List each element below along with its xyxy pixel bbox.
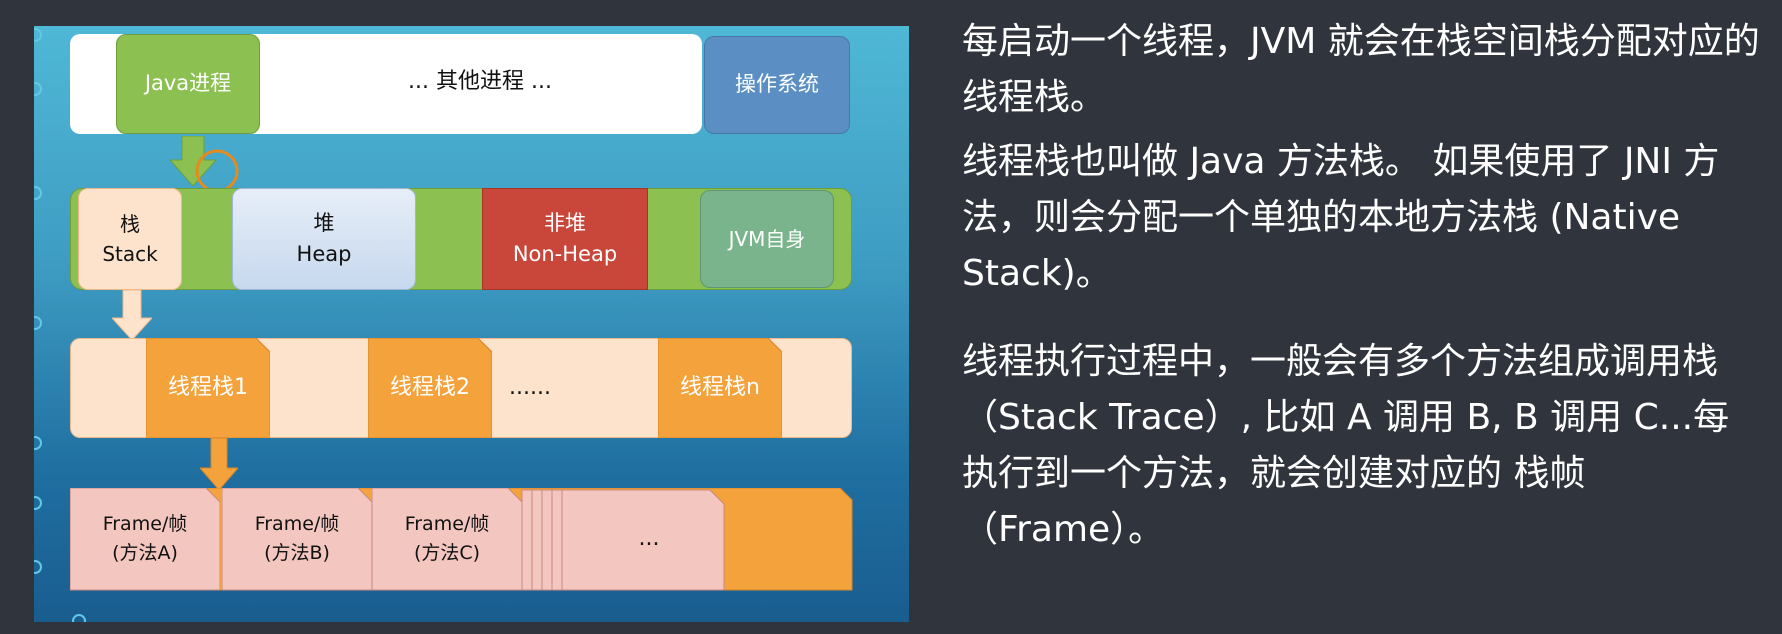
jvm-self-box: JVM自身	[700, 190, 834, 288]
nonheap-label-en: Non-Heap	[512, 242, 618, 266]
thread-stacks-ellipsis: ......	[500, 338, 560, 438]
frame-more-area: ...	[574, 488, 724, 590]
stack-label-cn: 栈	[120, 212, 140, 236]
paragraph-stack-frame: 线程执行过程中，一般会有多个方法组成调用栈（Stack Trace）, 比如 A…	[962, 341, 1730, 550]
other-processes-area: ... 其他进程 ...	[260, 34, 700, 134]
decoration-circle	[34, 186, 42, 200]
frame-a-box	[70, 488, 220, 591]
frame-a-label-l1: Frame/帧	[102, 513, 188, 536]
jvm-self-label: JVM自身	[728, 227, 806, 251]
decoration-circle	[34, 560, 42, 574]
arrow-down-icon	[112, 290, 152, 340]
nonheap-label-cn: 非堆	[544, 210, 586, 235]
operating-system-box: 操作系统	[704, 36, 850, 134]
frame-c-text-wrap: Frame/帧 (方法C)	[372, 488, 522, 590]
operating-system-label: 操作系统	[735, 72, 819, 97]
decoration-circle	[34, 496, 42, 510]
thread-stack-2-text-wrap: 线程栈2	[368, 338, 492, 438]
other-processes-label: ... 其他进程 ...	[408, 68, 552, 94]
thread-stack-2-label: 线程栈2	[390, 374, 470, 400]
decoration-circle	[34, 28, 42, 42]
stacked-frames-shadow	[521, 489, 725, 591]
frame-b-text-wrap: Frame/帧 (方法B)	[222, 488, 372, 590]
java-process-label: Java进程	[144, 71, 232, 96]
heap-box: 堆 Heap	[232, 188, 416, 290]
frame-c-box	[372, 488, 522, 591]
frame-b-label-l1: Frame/帧	[254, 513, 340, 536]
frame-a-label-l2: (方法A)	[112, 542, 178, 564]
frame-b-box	[222, 488, 372, 591]
decoration-circle	[34, 436, 42, 450]
paragraph-native-stack: 线程栈也叫做 Java 方法栈。 如果使用了 JNI 方法，则会分配一个单独的本…	[962, 141, 1720, 294]
thread-stack-1-text-wrap: 线程栈1	[146, 338, 270, 438]
arrow-down-icon	[200, 438, 238, 490]
thread-stack-n-box	[658, 338, 782, 438]
thread-stack-1-box	[146, 338, 270, 438]
frame-more-label: ...	[638, 525, 660, 551]
paragraph-thread-stack: 每启动一个线程，JVM 就会在栈空间栈分配对应的 线程栈。	[962, 21, 1760, 118]
heap-label-cn: 堆	[313, 210, 335, 235]
thread-stacks-ellipsis-label: ......	[509, 374, 551, 400]
java-process-box: Java进程	[116, 34, 260, 134]
diagram-slide: Java进程 ... 其他进程 ... 操作系统 栈 Stack 堆 Heap …	[34, 26, 909, 622]
frame-c-label-l1: Frame/帧	[404, 513, 490, 536]
heap-label-en: Heap	[296, 242, 352, 266]
arrow-down-icon	[170, 136, 216, 186]
thread-stack-n-text-wrap: 线程栈n	[658, 338, 782, 438]
thread-stack-2-box	[368, 338, 492, 438]
stack-box: 栈 Stack	[78, 188, 182, 290]
explanation-text: 每启动一个线程，JVM 就会在栈空间栈分配对应的 线程栈。 线程栈也叫做 Jav…	[962, 14, 1762, 558]
stack-label-en: Stack	[102, 242, 158, 266]
frame-c-label-l2: (方法C)	[413, 542, 481, 564]
frame-b-label-l2: (方法B)	[264, 542, 330, 564]
nonheap-box: 非堆 Non-Heap	[482, 188, 648, 290]
frame-a-text-wrap: Frame/帧 (方法A)	[70, 488, 220, 590]
thread-stack-n-label: 线程栈n	[680, 374, 760, 400]
thread-stack-1-label: 线程栈1	[168, 374, 248, 400]
decoration-circle	[72, 614, 86, 622]
decoration-circle	[34, 316, 42, 330]
decoration-circle	[34, 82, 42, 96]
